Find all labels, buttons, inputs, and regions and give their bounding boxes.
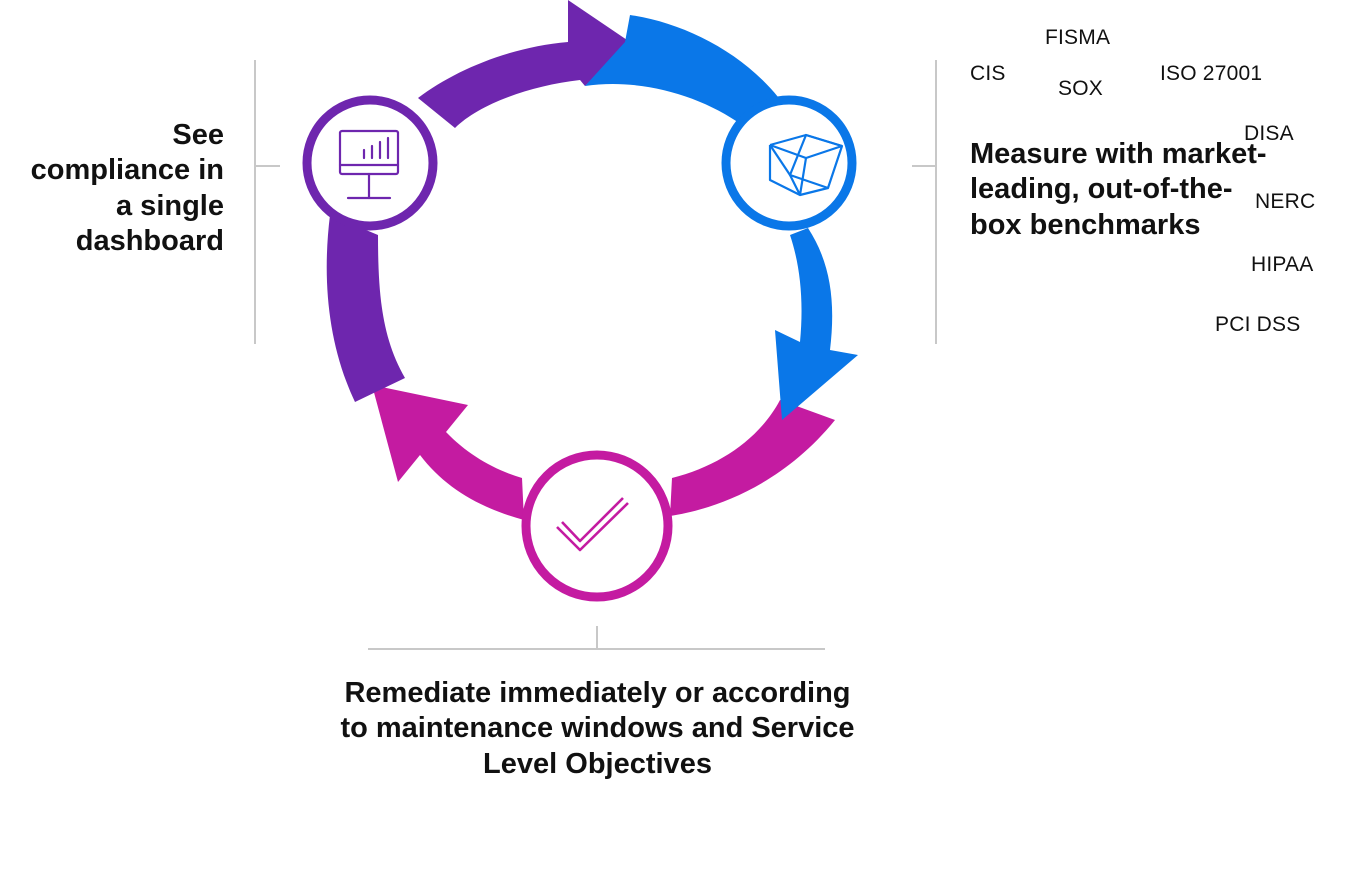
standard-label: SOX [1058,77,1103,100]
caption-remediate: Remediate immediately or according to ma… [340,677,855,780]
stage-see [302,95,438,231]
arrow-remediate [372,385,835,520]
standard-label: PCI DSS [1215,313,1301,336]
stage-remediate [521,450,673,602]
standard-label: NERC [1255,190,1316,213]
standard-label: CIS [970,62,1006,85]
standard-label: DISA [1244,122,1294,145]
cube-icon [768,133,844,197]
standard-label: HIPAA [1251,253,1314,276]
caption-see-compliance: See compliance in a single dashboard [30,119,224,258]
caption-measure-benchmarks: Measure with market-leading, out-of-the-… [970,138,1267,241]
divider-right [912,60,937,344]
stage-measure [721,95,857,231]
divider-left [254,60,280,344]
divider-bottom [368,626,825,650]
standard-label: ISO 27001 [1160,62,1263,85]
monitor-chart-icon [338,129,400,200]
checkmark-icon [556,497,629,552]
arrow-see [326,0,630,402]
standard-label: FISMA [1045,26,1111,49]
arrow-measure [585,15,858,420]
